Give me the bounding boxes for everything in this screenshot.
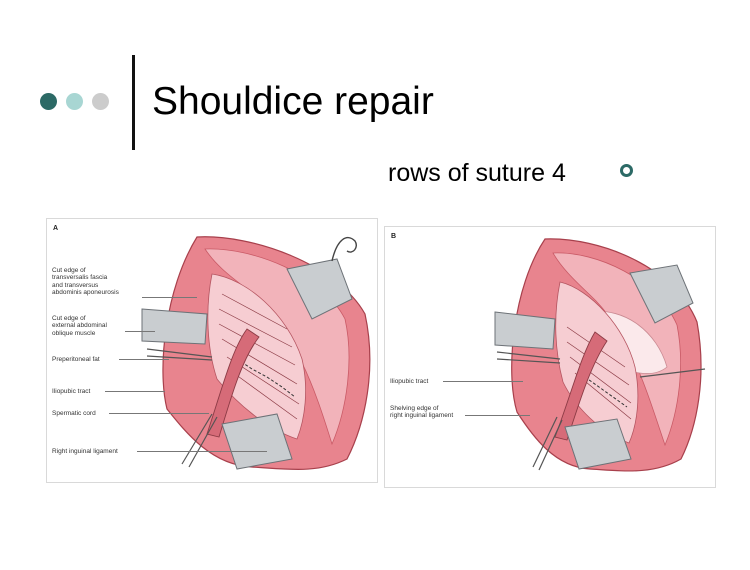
label-iliopubic-tract: Iliopubic tract [52, 388, 91, 395]
dot-light-teal [66, 93, 83, 110]
label-iliopubic-tract: Iliopubic tract [390, 378, 429, 385]
slide-bullet-dots [40, 93, 109, 110]
label-preperitoneal-fat: Preperitoneal fat [52, 356, 100, 363]
leader-line [119, 359, 169, 360]
label-right-inguinal-ligament: Right inguinal ligament [52, 448, 118, 455]
spermatic-cord-shape [554, 331, 608, 441]
bullet-ring-icon [620, 164, 633, 177]
leader-line [105, 391, 165, 392]
figure-a-panel: A Cut edge of transversalis fascia and t… [46, 218, 378, 483]
retractor-bottom [564, 418, 632, 470]
dot-gray [92, 93, 109, 110]
title-divider [132, 55, 135, 150]
label-external-oblique: Cut edge of external abdominal oblique m… [52, 315, 107, 337]
figure-a-illustration [141, 236, 371, 470]
slide-subtitle: rows of suture 4 [388, 159, 566, 187]
needle-hook [331, 236, 357, 262]
leader-line [142, 297, 197, 298]
leader-line [443, 381, 523, 382]
label-shelving-edge: Shelving edge of right inguinal ligament [390, 405, 454, 420]
label-spermatic-cord: Spermatic cord [52, 410, 96, 417]
figure-b-illustration [494, 238, 706, 472]
leader-line [109, 413, 209, 414]
slide-title: Shouldice repair [152, 80, 434, 123]
retractor-bottom [221, 413, 293, 470]
retractor-left [494, 311, 556, 350]
retractor-top [629, 264, 694, 324]
leader-line [465, 415, 530, 416]
spermatic-cord-shape [206, 328, 260, 438]
suture-line [584, 376, 628, 408]
dot-dark-teal [40, 93, 57, 110]
retractor-top [286, 258, 353, 320]
leader-line [137, 451, 267, 452]
retractor-left [141, 308, 208, 345]
inguinal-floor [207, 273, 306, 440]
figure-b-tag: B [391, 233, 397, 240]
figure-b-panel: B Iliopubic tract Shelving edge of right… [384, 226, 716, 488]
suture-line [236, 358, 296, 398]
figure-a-tag: A [53, 225, 59, 232]
label-transversalis-fascia: Cut edge of transversalis fascia and tra… [52, 267, 119, 297]
leader-line [125, 331, 155, 332]
